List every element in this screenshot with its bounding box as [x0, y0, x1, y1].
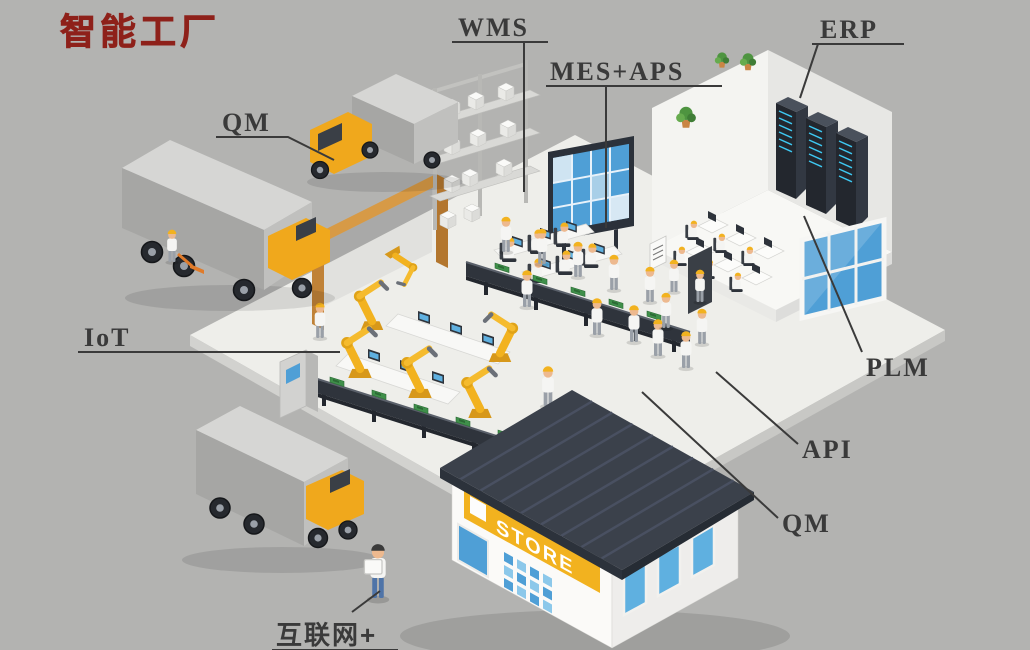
- truck-bottom-left: [182, 406, 382, 573]
- label-api: API: [802, 435, 853, 464]
- leader-api: [715, 371, 799, 445]
- leader-lines: [78, 41, 904, 650]
- leader-qm-bottom: [641, 391, 779, 519]
- page-title: 智能工厂: [60, 11, 220, 52]
- label-wms: WMS: [458, 13, 529, 42]
- label-erp: ERP: [820, 15, 878, 44]
- store-window-tiles: [504, 552, 552, 614]
- leader-mes-aps: [546, 85, 722, 228]
- annotation-labels: WMS MES+APS ERP QM IoT PLM API QM 互联网+: [84, 13, 930, 650]
- label-qm-bottom: QM: [782, 509, 831, 538]
- label-qm-top: QM: [222, 108, 271, 137]
- leader-qm-top: [216, 136, 335, 161]
- leader-erp: [799, 43, 904, 99]
- control-screen: [493, 136, 634, 283]
- label-plm: PLM: [866, 353, 930, 382]
- store-door: [457, 522, 489, 579]
- label-mes-aps: MES+APS: [550, 57, 684, 86]
- notice-board: [649, 235, 667, 271]
- truck-upper: [307, 74, 463, 192]
- leader-plm: [803, 215, 863, 353]
- work-tables: [335, 283, 518, 405]
- label-iot: IoT: [84, 323, 130, 352]
- leader-internet-plus: [272, 590, 398, 650]
- kiosk-machine: [279, 349, 318, 419]
- store-building: STORE: [400, 390, 790, 650]
- truck-top-left: [122, 140, 335, 311]
- leader-wms: [452, 41, 548, 192]
- label-internet-plus: 互联网+: [276, 620, 377, 650]
- window-panel: [799, 216, 887, 322]
- pallet-jack-worker: [165, 229, 204, 274]
- store-roof: [440, 390, 754, 580]
- assembly-line-lower: [307, 329, 523, 465]
